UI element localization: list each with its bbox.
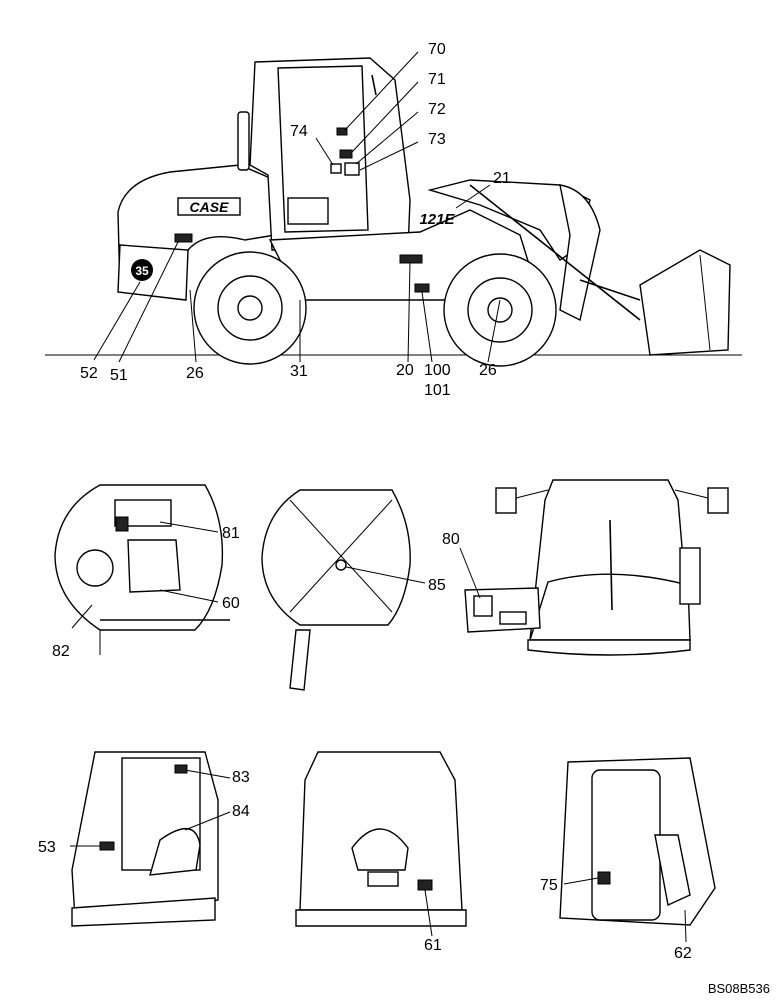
- decal-74: [330, 163, 342, 174]
- callout-51: 51: [110, 367, 128, 384]
- callout-26-front: 26: [479, 362, 497, 379]
- cab-rear-base: [295, 909, 467, 927]
- callout-85: 85: [428, 577, 446, 594]
- model-badge: 121E: [419, 211, 455, 228]
- drawing-code: BS08B536: [708, 981, 770, 996]
- windshield-lower: [529, 573, 691, 641]
- steering-column: [654, 834, 691, 907]
- callout-82: 82: [52, 643, 70, 660]
- bucket-edge: [699, 254, 711, 351]
- roof-step: [289, 629, 311, 691]
- callout-52: 52: [80, 365, 98, 382]
- steering-wheel-top: [76, 549, 114, 587]
- cab-interior-panel: [287, 197, 329, 225]
- cab-roof-plan-view: 85: [261, 489, 446, 691]
- cab-handle: [371, 74, 377, 96]
- callout-84: 84: [232, 803, 250, 820]
- decal-80: [473, 595, 493, 617]
- callout-71: 71: [428, 71, 446, 88]
- brand-logo: CASE: [190, 199, 230, 215]
- cab-handrail: [679, 547, 701, 605]
- callout-81: 81: [222, 525, 240, 542]
- decal-85: [335, 559, 347, 571]
- operator-seat-top: [127, 539, 181, 593]
- wiper-arm: [609, 519, 613, 611]
- tilt-cylinder: [469, 184, 641, 321]
- decal-75: [597, 871, 611, 885]
- seat-base: [367, 871, 399, 887]
- decal-70: [336, 127, 348, 136]
- decal-53: [99, 841, 115, 851]
- callout-20: 20: [396, 362, 414, 379]
- callout-83: 83: [232, 769, 250, 786]
- seat-side: [149, 828, 201, 876]
- right-mirror: [707, 487, 729, 514]
- decal-72: [344, 162, 360, 176]
- callout-100: 100: [424, 362, 451, 379]
- decal-35-text: 35: [135, 264, 149, 278]
- decal-100: [414, 283, 430, 293]
- callout-21: 21: [493, 170, 511, 187]
- callout-80: 80: [442, 531, 460, 548]
- left-mirror: [495, 487, 517, 514]
- roof-cross-b: [289, 499, 393, 613]
- cab-floor-plan-view: 81 60 82: [52, 484, 240, 660]
- callout-31: 31: [290, 363, 308, 380]
- decal-71: [339, 149, 353, 159]
- cab-rear-view: 61: [295, 751, 467, 954]
- cab-front-sill: [527, 639, 691, 656]
- cab-right-view: 75 62: [540, 757, 716, 962]
- brand-logo-plate: [177, 197, 241, 216]
- decal-35-disc: [131, 259, 153, 281]
- decal-61: [417, 879, 433, 891]
- callout-74: 74: [290, 123, 308, 140]
- callout-61: 61: [424, 937, 442, 954]
- callout-72: 72: [428, 101, 446, 118]
- cab-door: [591, 769, 661, 921]
- callout-75: 75: [540, 877, 558, 894]
- operator-seat-rear: [351, 828, 409, 871]
- decal-81: [115, 516, 129, 532]
- callout-101: 101: [424, 382, 451, 399]
- callout-60: 60: [222, 595, 240, 612]
- exhaust-pipe: [237, 111, 250, 171]
- decal-51: [174, 233, 193, 243]
- bucket: [639, 249, 731, 356]
- callout-62: 62: [674, 945, 692, 962]
- rear-counterweight: [117, 244, 189, 301]
- cab-left-view: 83 84 53: [38, 751, 250, 927]
- cab-front-view: 80: [442, 479, 729, 656]
- callout-70: 70: [428, 41, 446, 58]
- lift-arm: [559, 184, 601, 322]
- decal-20: [399, 254, 423, 264]
- callout-26-rear: 26: [186, 365, 204, 382]
- front-wheel: [443, 253, 557, 367]
- callout-53: 53: [38, 839, 56, 856]
- side-view-leader-lines: [93, 51, 501, 363]
- loader-side-view: CASE 35 121E: [45, 41, 742, 399]
- rear-wheel: [193, 251, 307, 365]
- decal-83: [174, 764, 188, 774]
- cab-left-base: [71, 897, 216, 927]
- lift-cylinder: [579, 279, 641, 301]
- callout-73: 73: [428, 131, 446, 148]
